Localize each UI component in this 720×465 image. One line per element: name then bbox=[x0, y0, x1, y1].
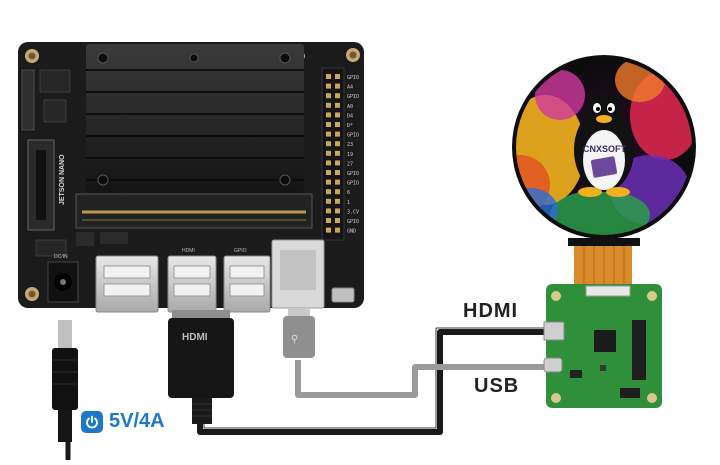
gpio-pin-label: 6 bbox=[347, 190, 350, 196]
gpio-pin bbox=[335, 218, 340, 223]
hdmi-plug: HDMI bbox=[168, 310, 234, 424]
power-spec-text: 5V/4A bbox=[109, 410, 165, 432]
gpio-pin bbox=[326, 179, 331, 185]
board-name-label: JETSON NANO bbox=[59, 154, 66, 205]
tux-penguin-icon bbox=[574, 92, 634, 197]
gpio-pin bbox=[335, 208, 340, 214]
gpio-pin bbox=[335, 112, 340, 118]
jetson-nano-board: JETSON NANO GPIOA4GPIOA0D4D*GPIO231927GP… bbox=[18, 42, 364, 313]
gpio-pin-label: A4 bbox=[347, 85, 353, 91]
gpio-pin bbox=[326, 102, 331, 108]
display-logo-text: CNXSOFT bbox=[583, 144, 627, 154]
gpio-pin-label: GPIO bbox=[347, 181, 359, 187]
gpio-pin bbox=[326, 218, 331, 223]
gpio-pin-label: 27 bbox=[347, 161, 353, 167]
gpio-pin bbox=[326, 93, 331, 99]
driver-hdmi-port bbox=[543, 321, 565, 341]
gpio-pin bbox=[335, 189, 340, 195]
gpio-pin bbox=[326, 198, 331, 204]
power-icon bbox=[81, 410, 103, 433]
round-display: CNXSOFT bbox=[512, 55, 696, 284]
gpio-pin-label: 1 bbox=[347, 200, 350, 206]
gpio-pin-label: GPIO bbox=[347, 219, 359, 225]
gpio-pin bbox=[326, 189, 331, 195]
svg-text:⚲: ⚲ bbox=[291, 334, 298, 345]
gpio-pin bbox=[335, 179, 340, 185]
dc-jack-label: DC/IN bbox=[54, 254, 68, 260]
gpio-pin bbox=[335, 141, 340, 147]
heatsink bbox=[86, 44, 304, 194]
usb-connection-label: USB bbox=[474, 375, 520, 397]
gpio-pin-label: 19 bbox=[347, 152, 353, 158]
gpio-pin bbox=[326, 141, 331, 147]
gpio-pin bbox=[326, 83, 331, 89]
display-ribbon-cable bbox=[574, 246, 632, 284]
gpio-pin-label: GPIO bbox=[347, 94, 359, 100]
gpio-pin-label: 3.CV bbox=[347, 209, 359, 215]
gpio-pin-label: GPIO bbox=[347, 133, 359, 139]
svg-text:HDMI: HDMI bbox=[182, 332, 208, 343]
dc-barrel-plug bbox=[52, 320, 78, 442]
gpio-pin bbox=[335, 170, 340, 175]
hdmi-connection-label: HDMI bbox=[463, 300, 519, 322]
gpio-pin bbox=[335, 93, 340, 99]
gpio-port-label: GPIO bbox=[234, 248, 247, 254]
driver-usb-port bbox=[543, 357, 563, 373]
gpio-pin-label: GPIO bbox=[347, 171, 359, 177]
gpio-pin bbox=[326, 170, 331, 175]
gpio-pin bbox=[326, 208, 331, 214]
gpio-pin bbox=[335, 83, 340, 89]
gpio-pin-label: A0 bbox=[347, 104, 353, 110]
gpio-header bbox=[321, 67, 345, 241]
driver-chip bbox=[594, 330, 616, 352]
gpio-pin-label: GND bbox=[347, 229, 356, 235]
gpio-pin-label: 23 bbox=[347, 142, 353, 148]
gpio-pin bbox=[335, 102, 340, 108]
gpio-pin bbox=[335, 74, 340, 79]
gpio-pin bbox=[335, 150, 340, 156]
gpio-pin-label: D* bbox=[347, 123, 353, 129]
gpio-pin bbox=[326, 160, 331, 166]
hdmi-port-label: HDMI bbox=[182, 248, 195, 254]
gpio-pin bbox=[335, 131, 340, 137]
gpio-pin bbox=[335, 198, 340, 204]
gpio-pin-label: D4 bbox=[347, 113, 353, 119]
gpio-pin bbox=[326, 227, 331, 233]
gpio-pin bbox=[326, 131, 331, 137]
gpio-pin bbox=[326, 112, 331, 118]
gpio-label-column: GPIOA4GPIOA0D4D*GPIO231927GPIOGPIO613.CV… bbox=[347, 75, 359, 235]
gpio-pin bbox=[335, 227, 340, 233]
gpio-pin bbox=[335, 122, 340, 127]
micro-usb-port bbox=[331, 287, 355, 303]
gpio-pin bbox=[335, 160, 340, 166]
gpio-pin bbox=[326, 150, 331, 156]
usb-cable bbox=[295, 360, 548, 398]
gpio-pin-label: GPIO bbox=[347, 75, 359, 81]
usb-plug: ⚲ bbox=[283, 308, 315, 358]
display-driver-board bbox=[543, 284, 662, 408]
gpio-pin bbox=[326, 122, 331, 127]
gpio-pin bbox=[326, 74, 331, 79]
power-spec-badge: 5V/4A bbox=[81, 410, 165, 433]
